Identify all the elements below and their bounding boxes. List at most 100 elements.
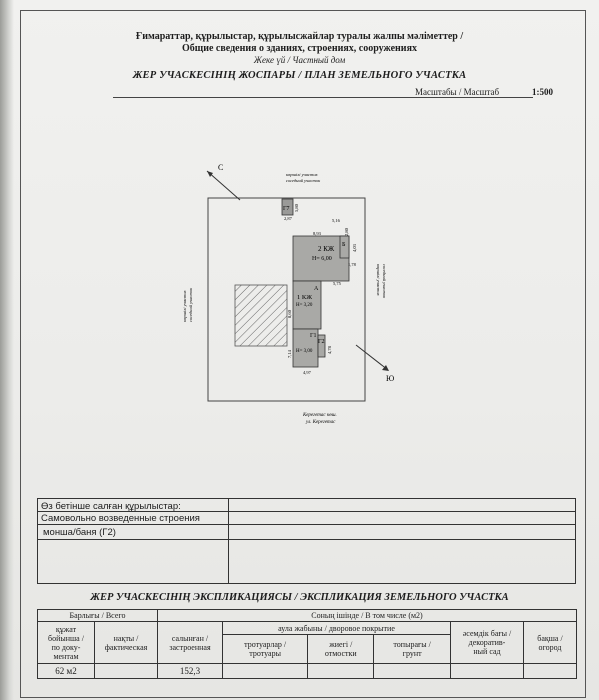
garden-header-2: декоратив- [468,638,506,647]
hatched-area [234,284,288,347]
explication-title: ЖЕР УЧАСКЕСІНІҢ ЭКСПЛИКАЦИЯСЫ / ЭКСПЛИКА… [90,592,509,603]
north-arrow [206,170,241,201]
neighbor-top-2: соседний участок [286,178,321,183]
north-label: С [218,163,223,172]
page-shadow [0,0,14,700]
notes-column [38,499,229,583]
dim-g2-side: 4,78 [327,345,333,354]
doc-value: 62 м2 [37,663,95,679]
dim-b-r3: 1,78 [348,262,357,268]
building-b-height: Н= 6,00 [312,256,332,262]
marks-header-2: отмостки [324,649,357,658]
building-b-annex [339,235,350,259]
dim-b-right-top: 5,16 [332,218,341,224]
soil-header-2: грунт [402,649,422,658]
veg-value [523,663,577,679]
divider [38,511,575,512]
page-frame [20,10,586,698]
built-header: салынған / застроенная [157,621,223,664]
built-header-2: застроенная [169,642,211,652]
fact-value [94,663,158,679]
dim-g1-bottom: 4,97 [303,370,312,376]
neighbor-left-2: соседний участок [188,287,193,322]
veg-header: бақша / огород [523,621,577,664]
scale-label: Масштабы / Масштаб [415,87,500,97]
marks-value [307,663,375,679]
neighbor-left-1: көршілі участок [182,290,187,322]
doc-header-1: құжат [55,624,77,634]
garden-header-1: әсемдік бағы / [462,629,512,638]
divider [38,524,575,525]
building-b-letter: Б [342,242,346,248]
header-line-1: Ғимараттар, құрылыстар, құрылысжайлар ту… [135,31,464,42]
doc-header-4: ментам [53,651,79,661]
sidewalk-header: тротуарлар / тротуары [221,634,309,664]
doc-header: құжат бойынша / по доку- ментам [37,621,95,664]
header-line-3: Жеке үй / Частный дом [253,55,346,65]
building-a-letter: А [314,286,319,292]
divider [38,539,575,540]
g7-label: Г7 [283,206,289,212]
scale-underline [113,97,533,98]
notes-title-kz: Өз бетінше салған құрылыстар: [41,501,181,512]
explication-table: Барлығы / Всего Соның ішінде / В том чис… [37,609,577,679]
sidewalk-header-2: тротуары [249,649,281,658]
dim-b-bottom-right: 5,75 [333,281,342,287]
fact-header-2: фактическая [104,642,148,652]
built-value: 152,3 [157,663,223,679]
g7-width: 2,87 [284,216,293,222]
dim-g1-side: 7,14 [287,349,293,358]
street-label-1: Керегетас көш. [302,413,337,418]
building-a-height: Н= 3,20 [296,303,313,308]
street-label-2: ул. Керегетас [305,420,336,425]
yard-header: аула жабыны / дворовое покрытие [222,621,451,635]
south-label: Ю [386,374,394,383]
veg-header-1: бақша / [537,633,563,643]
header-line-2: Общие сведения о зданиях, строениях, соо… [182,43,417,54]
dim-b-r1: 2,80 [344,227,350,236]
neighbor-top-1: көршілі участок [286,172,318,177]
plot-boundary [207,197,366,402]
doc-header-3: по доку- [51,642,81,652]
south-arrow-head [382,365,389,371]
outbuilding-g2 [317,334,326,358]
doc-header-2: бойынша / [48,633,84,643]
fact-header-1: нақты / [113,633,139,643]
plan-title: ЖЕР УЧАСКЕСІНІҢ ЖОСПАРЫ / ПЛАН ЗЕМЕЛЬНОГ… [132,70,467,81]
soil-header-1: топырағы / [393,640,431,649]
north-arrow-head [207,171,213,177]
total-header: Барлығы / Всего [37,609,158,622]
dim-b-r2: 4,03 [352,243,358,252]
marks-header-1: жиегі / [329,640,353,649]
sidewalk-header-1: тротуарлар / [244,640,287,649]
notes-item: моншa/баня (Г2) [43,527,116,538]
garden-header-3: ный сад [473,647,501,656]
building-a-label: 1 КЖ [297,294,312,301]
fact-header: нақты / фактическая [94,621,158,664]
garden-header: әсемдік бағы / декоратив- ный сад [450,621,524,664]
built-header-1: салынған / [171,633,209,643]
veg-header-2: огород [538,642,562,652]
building-b-label: 2 КЖ [318,245,335,253]
south-arrow [355,344,389,371]
soil-value [373,663,451,679]
garden-value [450,663,524,679]
dim-b-top: 8,93 [313,231,322,237]
sidewalk-value [221,663,309,679]
marks-header: жиегі / отмостки [307,634,375,664]
g7-height: 5,80 [294,203,300,212]
g1-label: Г1 [310,333,316,339]
self-built-structures-box: Өз бетінше салған құрылыстар: Самовольно… [37,498,576,584]
outbuilding-g7 [281,198,294,216]
g1-height: Н= 3,00 [296,349,313,354]
dim-a-side: 8,60 [287,309,293,318]
building-a [292,280,322,330]
scale-value: 1:500 [532,87,553,97]
outbuilding-g1 [292,328,319,368]
neighbor-right-2: соседний участок [382,264,387,299]
notes-title-ru: Самовольно возведенные строения [41,513,200,524]
g2-label: Г2 [318,339,324,345]
included-header: Соның ішінде / В том числе (м2) [157,609,577,622]
soil-header: топырағы / грунт [373,634,451,664]
